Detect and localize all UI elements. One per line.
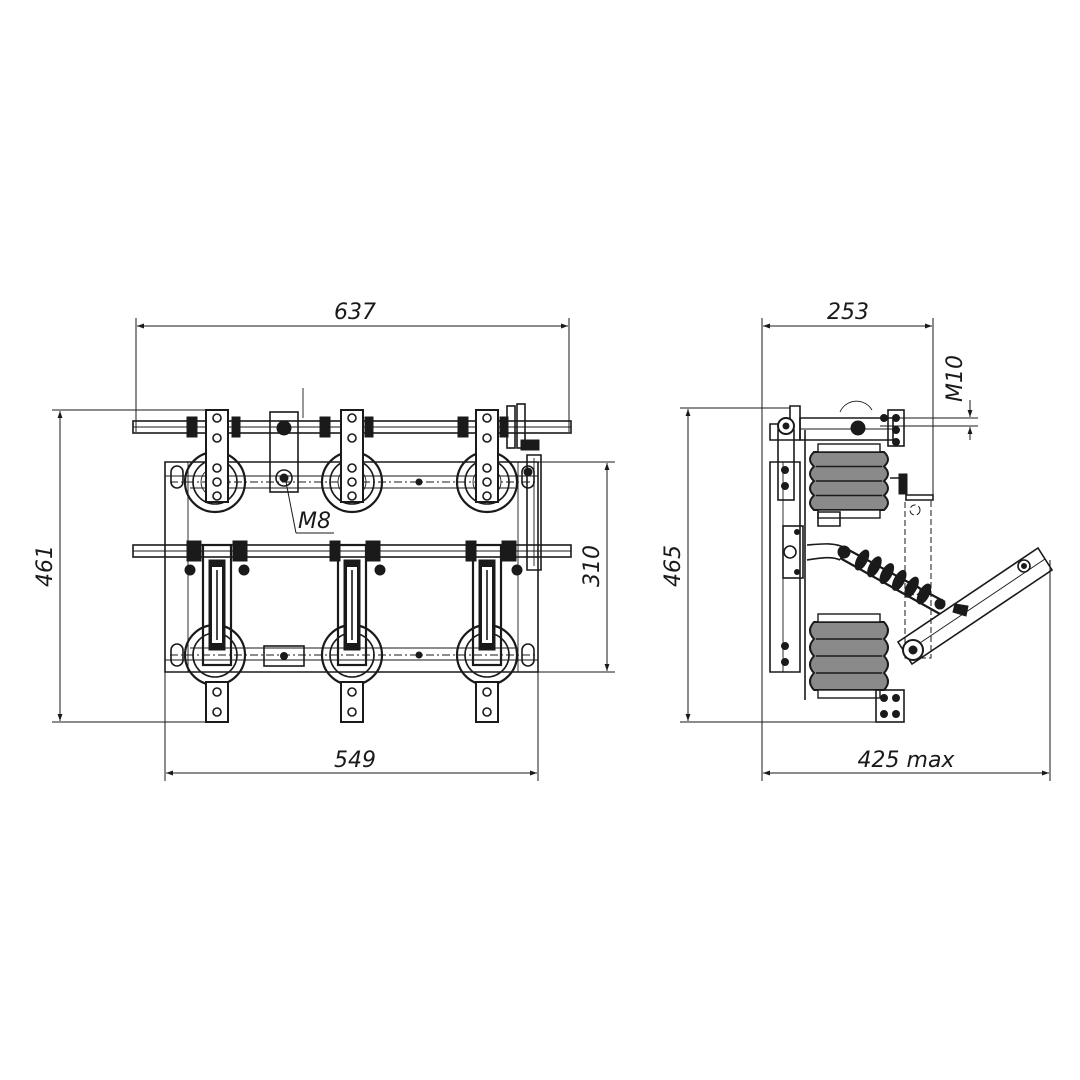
drive-rod (806, 543, 969, 617)
callout-m10: M10 (880, 355, 978, 440)
bolt-holes-front (212, 413, 492, 717)
insulator-cap (817, 443, 881, 453)
drive-lever (506, 403, 542, 571)
callout-m8: M8 (285, 481, 334, 534)
upper-ribbed-insulator (809, 443, 889, 519)
spring-coil (904, 576, 919, 598)
bolt-hole (212, 463, 222, 473)
bolt-hole (212, 413, 222, 423)
dim-label-425-max: 425 max (858, 748, 956, 773)
dim-label-461: 461 (33, 545, 58, 587)
dim-label-253: 253 (827, 300, 869, 325)
bolt-hole (347, 687, 357, 697)
bolt-hole (347, 433, 357, 443)
bolt-hole (482, 413, 492, 423)
spring-coil (879, 563, 895, 585)
spring-coil (867, 556, 882, 578)
bolt-hole (347, 491, 357, 501)
side-view: 253 425 max 465 M10 (661, 300, 1054, 781)
front-view: 637 549 461 310 (33, 300, 615, 781)
spring-coil (916, 583, 932, 605)
bolt-hole (212, 491, 222, 501)
spring-coil (891, 569, 907, 591)
bolt-hole (482, 433, 492, 443)
pole-2 (336, 409, 368, 723)
dim-top-width-side: 253 (761, 300, 934, 672)
bolt-hole (482, 491, 492, 501)
dim-label-549: 549 (334, 748, 376, 773)
side-frame (769, 429, 806, 700)
bolt-hole (212, 707, 222, 717)
spring-coil (854, 549, 870, 571)
insulator-cap (817, 689, 881, 699)
ground-terminal (263, 645, 305, 667)
shaft-clamps (184, 416, 523, 576)
bolt-hole (347, 463, 357, 473)
dim-bottom-width-side: 425 max (761, 560, 1051, 781)
lower-ribbed-insulator (809, 613, 889, 699)
bolt-hole (347, 707, 357, 717)
dim-top-width-front: 637 (135, 300, 570, 432)
callout-label-m10: M10 (943, 355, 968, 402)
bolt-hole (212, 433, 222, 443)
bolt-hole (482, 463, 492, 473)
bolt-hole (212, 477, 222, 487)
dim-label-637: 637 (334, 300, 376, 325)
ground-bracket (269, 388, 304, 493)
dim-bottom-width-front: 549 (164, 672, 539, 781)
dim-label-310: 310 (580, 545, 605, 587)
bolt-hole (347, 413, 357, 423)
top-hinge (769, 400, 905, 447)
bolt-hole (212, 687, 222, 697)
dim-left-height-side: 465 (661, 407, 885, 723)
pole-3 (471, 409, 503, 723)
bolt-hole (482, 687, 492, 697)
bolt-hole (482, 707, 492, 717)
bottom-terminal (875, 689, 905, 723)
dim-left-height-front: 461 (33, 409, 210, 723)
bolt-hole (347, 477, 357, 487)
blade-open-position (896, 546, 1054, 666)
bolt-hole (482, 477, 492, 487)
dim-label-465: 465 (661, 545, 686, 587)
callout-label-m8: M8 (298, 509, 331, 534)
pole-1 (201, 409, 233, 723)
insulator-cap (817, 613, 881, 623)
